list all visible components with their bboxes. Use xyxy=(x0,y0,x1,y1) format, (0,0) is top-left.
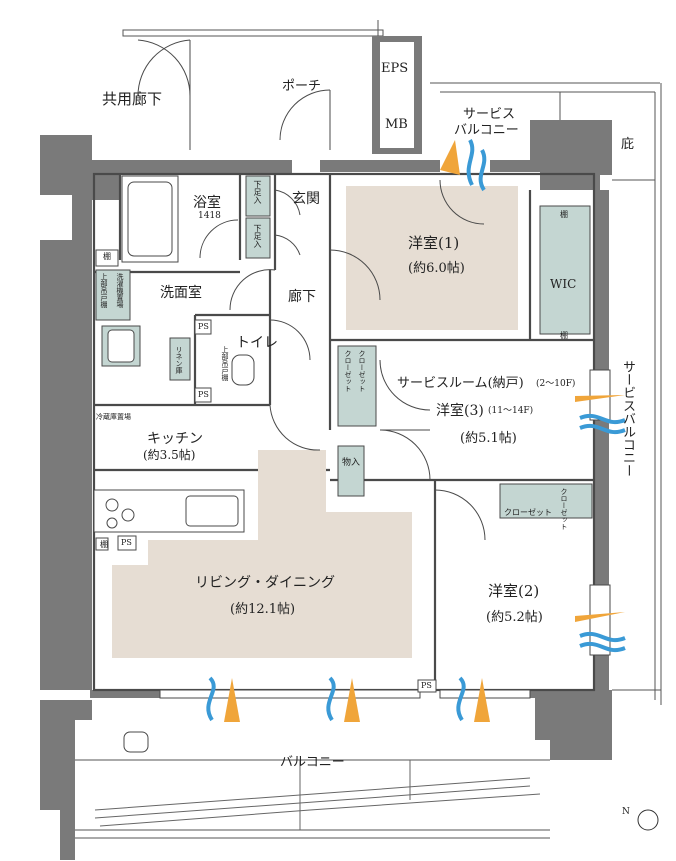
service-balcony-right-label: サービスバルコニー xyxy=(620,360,635,477)
shelf-label-wic-bottom: 棚 xyxy=(560,331,568,340)
toilet-upper-cabinet-label: 上部吊戸棚 xyxy=(221,346,229,381)
service-room-label: サービスルーム(納戸) xyxy=(397,376,524,391)
corridor-label: 廊下 xyxy=(288,289,316,305)
laundry-upper-cabinet-label: 上部吊戸棚 xyxy=(100,273,108,308)
closet-label-sr-1: クローゼット xyxy=(344,350,352,392)
eaves-label: 庇 xyxy=(621,137,635,152)
shoe-storage-label-1: 下足入 xyxy=(253,180,262,204)
kitchen-label: キッチン xyxy=(147,431,203,447)
fridge-space-label: 冷蔵庫置場 xyxy=(96,413,131,421)
western-room-1-size: (約6.0帖) xyxy=(408,261,465,276)
laundry-space-label: 洗濯機置場 xyxy=(116,273,124,308)
closet-label-sr-2: クローゼット xyxy=(358,350,366,392)
service-balcony-top-label-2: バルコニー xyxy=(454,123,519,138)
closet-label-r2: クローゼット xyxy=(504,508,552,517)
closet-label-r2-side: クローゼット xyxy=(560,488,568,530)
western-room-3-floors: (11〜14F) xyxy=(488,406,534,416)
service-balcony-top-label: サービス xyxy=(463,107,516,122)
shelf-label-wic-top: 棚 xyxy=(560,210,568,219)
storage-label: 物入 xyxy=(342,458,361,468)
north-indicator-label: N xyxy=(622,807,630,817)
porch-label: ポーチ xyxy=(282,79,322,94)
living-dining-size: (約12.1帖) xyxy=(230,602,296,617)
ps-label-balcony: PS xyxy=(421,681,432,690)
wic-label: WIC xyxy=(550,277,577,291)
kitchen-size: (約3.5帖) xyxy=(143,448,196,462)
western-room-3-label: 洋室(3) xyxy=(436,403,484,419)
bathroom-label: 浴室 xyxy=(193,195,221,211)
shelf-label-kitchen: 棚 xyxy=(100,540,108,549)
western-room-2-label: 洋室(2) xyxy=(488,582,540,600)
balcony-label: バルコニー xyxy=(280,755,345,770)
ps-label-toilet-bottom: PS xyxy=(198,390,209,399)
shoe-storage-label-2: 下足入 xyxy=(253,224,262,248)
ps-label-toilet-top: PS xyxy=(198,322,209,331)
linen-cabinet-label: リネン庫 xyxy=(175,346,183,374)
common-corridor-label: 共用廊下 xyxy=(102,90,163,108)
ps-label-kitchen: PS xyxy=(121,538,132,547)
western-room-1-label: 洋室(1) xyxy=(408,234,460,252)
western-room-2-size: (約5.2帖) xyxy=(486,610,543,625)
living-dining-label: リビング・ダイニング xyxy=(195,575,335,591)
mb-label: MB xyxy=(385,117,408,132)
washroom-label: 洗面室 xyxy=(160,285,202,301)
western-room-3-size: (約5.1帖) xyxy=(460,431,517,446)
shelf-label-wash: 棚 xyxy=(103,252,111,261)
service-room-floors: (2〜10F) xyxy=(536,379,576,389)
eps-label: EPS xyxy=(381,61,409,76)
bathroom-size-label: 1418 xyxy=(198,211,221,221)
toilet-label: トイレ xyxy=(236,335,278,351)
entrance-label: 玄関 xyxy=(292,191,320,207)
